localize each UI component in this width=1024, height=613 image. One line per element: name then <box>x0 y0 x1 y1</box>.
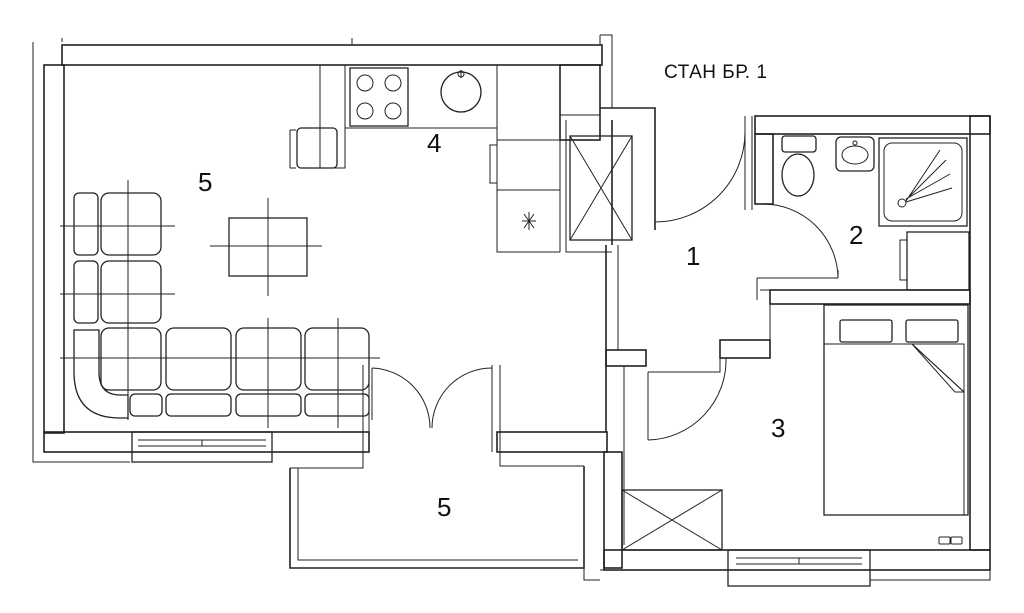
bedroom <box>621 304 969 551</box>
wall-bath-bottom <box>769 289 971 305</box>
wall-bath-right <box>969 115 991 551</box>
wall-top-living <box>61 44 603 66</box>
windows <box>131 431 871 587</box>
exterior-walls <box>43 44 991 571</box>
room-label-3: 3 <box>771 413 786 443</box>
sofa <box>60 180 380 428</box>
wall-kitchen-lower <box>496 431 608 453</box>
stove <box>349 67 409 127</box>
kitchen <box>319 65 633 253</box>
window-bedroom <box>727 549 871 587</box>
bathroom <box>781 135 970 291</box>
terrace <box>289 365 585 569</box>
wall-hall-lower-left <box>605 349 647 367</box>
room-label-4: 4 <box>427 128 442 158</box>
window-living <box>131 431 273 463</box>
wall-bottom-living <box>43 431 370 453</box>
wall-bedroom-bottom <box>603 549 991 571</box>
socket-icon <box>938 536 963 545</box>
wall-kitchen-right <box>559 64 601 141</box>
wall-bath-left <box>754 133 774 205</box>
wall-bath-top <box>754 115 991 135</box>
wall-left-living <box>43 64 65 434</box>
bedroom-door <box>647 357 727 441</box>
bed <box>823 304 969 516</box>
room-label-5-living: 5 <box>198 167 213 197</box>
shower <box>878 137 968 227</box>
plan-title: СТАН БР. 1 <box>664 62 768 83</box>
toilet <box>781 135 817 197</box>
kitchen-sink <box>440 70 482 113</box>
terrace-door <box>371 367 493 429</box>
washing-machine <box>899 231 970 291</box>
room-label-2: 2 <box>849 220 864 250</box>
entrance-door <box>654 116 746 223</box>
bedroom-shaft <box>621 489 723 551</box>
coffee-table <box>210 198 322 296</box>
room-label-1: 1 <box>686 241 701 271</box>
bathroom-door <box>762 203 839 279</box>
chimney-shaft <box>565 135 633 253</box>
wall-bedroom-top-left <box>719 339 771 359</box>
room-label-5-terrace: 5 <box>437 492 452 522</box>
chair <box>289 127 338 169</box>
bathroom-sink <box>835 136 875 172</box>
interior-walls <box>560 107 656 432</box>
